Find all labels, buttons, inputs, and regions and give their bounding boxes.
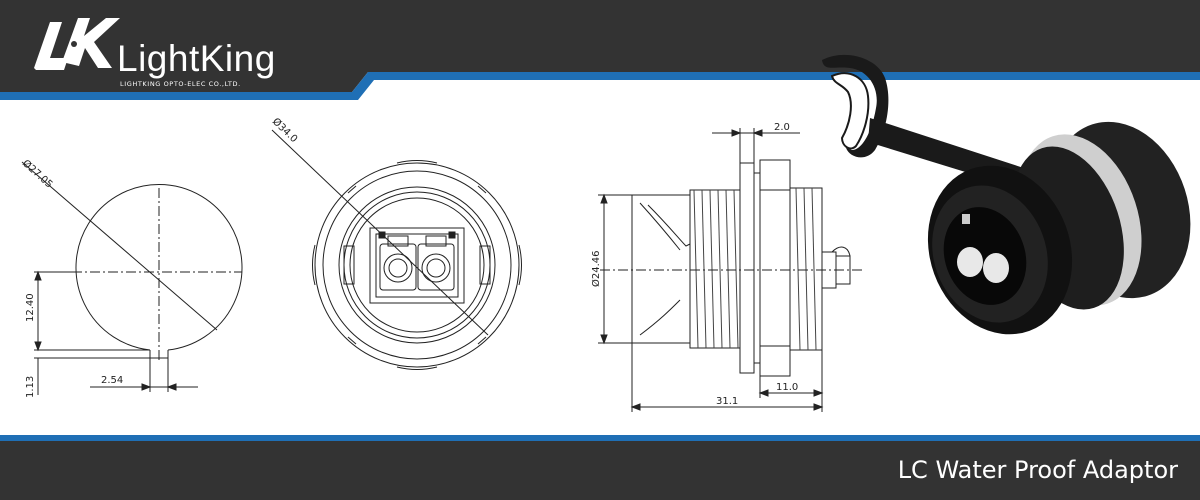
header-band (0, 0, 1200, 100)
lightking-logo-icon (34, 18, 120, 70)
footer-band (0, 435, 1200, 500)
brand-name: LightKing (117, 38, 276, 79)
left-view-drawing (21, 161, 243, 395)
front-view-drawing (271, 129, 522, 370)
dim-side-total: 31.1 (716, 396, 738, 407)
dim-side-diameter: Ø24.46 (590, 251, 602, 288)
dim-side-flange: 2.0 (774, 122, 790, 133)
product-title: LC Water Proof Adaptor (897, 456, 1178, 484)
dim-side-short: 11.0 (776, 382, 798, 393)
product-photo (822, 54, 1191, 335)
dim-front-diameter: Ø34.0 (270, 116, 300, 146)
dim-left-height: 12.40 (25, 293, 36, 322)
brand-subtitle: LIGHTKING OPTO-ELEC CO.,LTD. (120, 80, 241, 88)
side-view-drawing (598, 128, 862, 412)
dim-left-offset: 1.13 (25, 376, 36, 398)
dim-left-diameter: Ø27.05 (20, 157, 55, 190)
dim-left-width: 2.54 (101, 375, 123, 386)
